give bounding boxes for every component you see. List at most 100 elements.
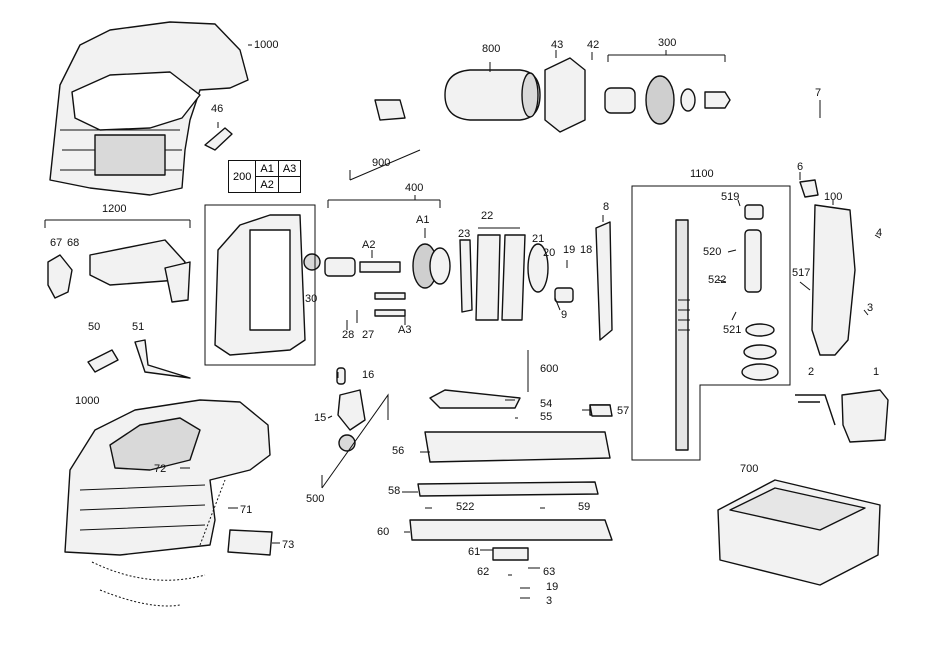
ref-a1-label: A1	[255, 160, 279, 177]
callout-62: 62	[477, 566, 490, 578]
blade-guard-8	[595, 221, 613, 341]
shoe-assembly	[409, 389, 613, 561]
callout-800: 800	[482, 43, 501, 55]
callout-46: 46	[211, 103, 224, 115]
bracket-900	[349, 149, 421, 181]
callout-6: 6	[797, 161, 804, 173]
plunger-assembly-1100	[675, 204, 779, 451]
part-50	[87, 349, 119, 373]
battery-1	[841, 389, 889, 443]
callout-9: 9	[561, 309, 568, 321]
callout-1100: 1100	[690, 168, 714, 180]
motor-bracket-43	[544, 57, 586, 133]
part-6	[799, 179, 819, 198]
ref-200-label: 200	[227, 160, 257, 193]
callout-2: 2	[808, 366, 815, 378]
motor-800	[444, 69, 541, 121]
bracket-1200	[44, 219, 191, 228]
bracket-200	[204, 204, 316, 366]
callout-16: 16	[362, 369, 375, 381]
callout-27: 27	[362, 329, 375, 341]
gear-set-300	[604, 75, 731, 125]
callout-521: 521	[723, 324, 742, 336]
callout-20: 20	[543, 247, 556, 259]
callout-19: 19	[563, 244, 576, 256]
callout-600: 600	[540, 363, 559, 375]
callout-71: 71	[240, 504, 253, 516]
part-2-wrench	[795, 394, 836, 426]
callout-a1: A1	[416, 214, 430, 226]
callout-19-bottom: 19	[546, 581, 559, 593]
callout-72: 72	[154, 463, 167, 475]
callout-a3: A3	[398, 324, 412, 336]
callout-1000-bottom: 1000	[75, 395, 100, 407]
callout-400: 400	[405, 182, 424, 194]
bracket-mount-screws	[91, 479, 226, 607]
part-46	[204, 127, 233, 151]
callout-700: 700	[740, 463, 759, 475]
ref-a3-label: A3	[277, 160, 302, 177]
callout-1: 1	[873, 366, 880, 378]
bracket-1100	[631, 185, 791, 461]
callout-50: 50	[88, 321, 101, 333]
callout-43: 43	[551, 39, 564, 51]
bracket-300	[607, 50, 726, 62]
callout-54: 54	[540, 398, 553, 410]
callout-7: 7	[815, 87, 822, 99]
gear-housing-200	[214, 214, 321, 356]
callout-4: 4	[876, 227, 883, 239]
callout-100: 100	[824, 191, 843, 203]
callout-60: 60	[377, 526, 390, 538]
callout-519: 519	[721, 191, 740, 203]
callout-42: 42	[587, 39, 600, 51]
callout-21: 21	[532, 233, 545, 245]
part-57	[589, 404, 613, 417]
callout-73: 73	[282, 539, 295, 551]
callout-30: 30	[305, 293, 318, 305]
callout-522: 522	[708, 274, 727, 286]
bracket-400	[327, 195, 441, 208]
callout-517: 517	[792, 267, 811, 279]
callout-22: 22	[481, 210, 494, 222]
carry-case-700	[717, 479, 881, 586]
callout-900: 900	[372, 157, 391, 169]
callout-63: 63	[543, 566, 556, 578]
switch-assembly-1200	[47, 239, 191, 303]
callout-18: 18	[580, 244, 593, 256]
ref-a2-label: A2	[255, 176, 279, 193]
callout-a2: A2	[362, 239, 376, 251]
callout-51: 51	[132, 321, 145, 333]
leaders	[180, 44, 881, 599]
callout-15: 15	[314, 412, 327, 424]
part-51	[134, 339, 191, 379]
callout-3-bottom: 3	[546, 595, 553, 607]
part-73-label	[227, 529, 273, 556]
callout-61: 61	[468, 546, 481, 558]
callout-8: 8	[603, 201, 610, 213]
callout-59: 59	[578, 501, 591, 513]
callout-500: 500	[306, 493, 325, 505]
lever-assembly-500	[336, 367, 366, 452]
gear-400	[324, 243, 451, 317]
callout-58: 58	[388, 485, 401, 497]
part-900	[374, 99, 406, 121]
housing-bottom-1000	[64, 399, 271, 556]
callout-55: 55	[540, 411, 553, 423]
housing-top-1000	[49, 21, 249, 196]
callout-1000-top: 1000	[254, 39, 279, 51]
bracket-500	[321, 393, 389, 489]
side-cover-100	[811, 204, 856, 356]
reference-table-200: 200 A1 A3 A2	[227, 160, 306, 194]
callout-67: 67	[50, 237, 63, 249]
callout-522-bottom: 522	[456, 501, 475, 513]
lever-plates-22	[459, 234, 574, 321]
callout-23: 23	[458, 228, 471, 240]
callout-300: 300	[658, 37, 677, 49]
callout-57: 57	[617, 405, 630, 417]
callout-520: 520	[703, 246, 722, 258]
callout-56: 56	[392, 445, 405, 457]
callout-28: 28	[342, 329, 355, 341]
callout-68: 68	[67, 237, 80, 249]
callout-3: 3	[867, 302, 874, 314]
